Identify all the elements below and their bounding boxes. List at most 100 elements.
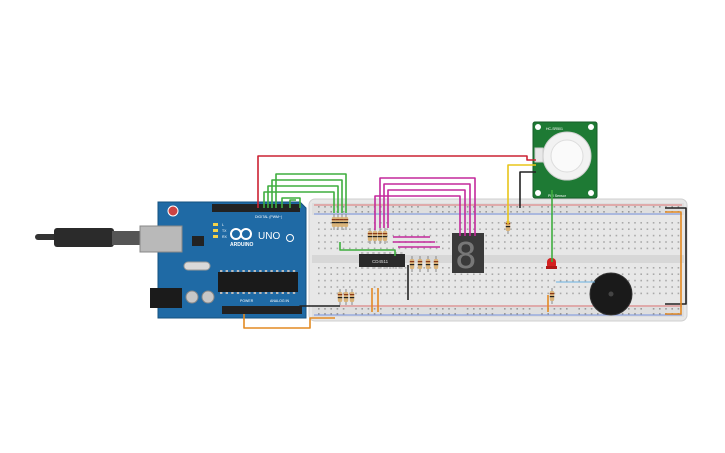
- breadboard-hole: [553, 286, 556, 288]
- breadboard-hole: [559, 286, 562, 288]
- breadboard-hole: [584, 234, 587, 237]
- breadboard-hole: [448, 273, 450, 275]
- breadboard-hole: [621, 247, 624, 250]
- breadboard-hole: [510, 286, 512, 288]
- breadboard-hole: [466, 228, 469, 230]
- breadboard-hole: [522, 234, 525, 237]
- arduino-logo-right: [240, 228, 252, 240]
- breadboard-hole: [479, 206, 481, 208]
- breadboard-hole: [528, 222, 531, 224]
- breadboard-hole: [442, 267, 444, 269]
- breadboard-hole: [652, 234, 655, 237]
- breadboard-hole: [448, 292, 450, 295]
- breadboard-hole: [497, 241, 500, 243]
- breadboard-hole: [491, 247, 494, 250]
- breadboard-hole: [553, 206, 556, 208]
- breadboard-hole: [491, 273, 494, 275]
- breadboard-hole: [485, 234, 487, 237]
- breadboard-hole: [497, 292, 500, 295]
- breadboard-hole: [609, 222, 611, 224]
- breadboard-hole: [448, 267, 450, 269]
- breadboard-hole: [553, 241, 556, 243]
- breadboard-hole: [646, 234, 649, 237]
- breadboard-hole: [435, 222, 438, 224]
- breadboard-hole: [448, 228, 450, 230]
- ic-body: [359, 254, 405, 267]
- breadboard-hole: [609, 228, 611, 230]
- breadboard-hole: [671, 267, 673, 269]
- breadboard-hole: [665, 206, 667, 208]
- breadboard-hole: [535, 273, 537, 275]
- breadboard-hole: [342, 267, 345, 269]
- breadboard-hole: [473, 286, 475, 288]
- breadboard-hole: [473, 292, 475, 295]
- breadboard-hole: [491, 228, 494, 230]
- breadboard-center-channel: [312, 255, 684, 263]
- breadboard-hole: [522, 211, 525, 213]
- breadboard-hole: [559, 273, 562, 275]
- regulator: [192, 236, 204, 246]
- breadboard-hole: [677, 279, 680, 282]
- breadboard-hole: [392, 206, 394, 208]
- breadboard-hole: [659, 292, 661, 295]
- breadboard-hole: [572, 279, 574, 282]
- seven-seg-digit: 8: [455, 236, 477, 277]
- reset-button[interactable]: [167, 205, 179, 217]
- breadboard-hole: [417, 234, 419, 237]
- breadboard-hole: [516, 308, 518, 310]
- breadboard-hole: [342, 211, 345, 213]
- breadboard-hole: [466, 273, 469, 275]
- breadboard-hole: [411, 273, 413, 275]
- breadboard-hole: [634, 286, 636, 288]
- breadboard-hole: [398, 292, 401, 295]
- seven-segment-display: 8: [452, 233, 484, 277]
- breadboard-hole: [318, 206, 320, 208]
- breadboard-hole: [603, 241, 605, 243]
- capacitor-2: [201, 290, 215, 304]
- breadboard-hole: [634, 273, 636, 275]
- breadboard-hole: [324, 206, 326, 208]
- arduino-infinity-dot: [286, 234, 294, 242]
- breadboard-hole: [367, 211, 370, 213]
- breadboard-hole: [491, 206, 494, 208]
- breadboard-hole: [553, 279, 556, 282]
- breadboard-hole: [621, 241, 624, 243]
- breadboard-hole: [417, 308, 419, 310]
- breadboard-hole: [510, 313, 512, 315]
- chip-pin: [276, 270, 279, 272]
- breadboard-hole: [342, 279, 345, 282]
- breadboard-hole: [491, 222, 494, 224]
- breadboard-hole: [324, 286, 326, 288]
- breadboard-hole: [460, 273, 463, 275]
- breadboard-hole: [367, 279, 370, 282]
- breadboard-hole: [448, 286, 450, 288]
- breadboard-hole: [535, 292, 537, 295]
- breadboard-hole: [442, 234, 444, 237]
- breadboard-hole: [535, 267, 537, 269]
- breadboard-hole: [349, 241, 351, 243]
- breadboard-hole: [584, 206, 587, 208]
- breadboard-hole: [386, 286, 388, 288]
- breadboard-hole: [566, 292, 568, 295]
- breadboard-hole: [386, 241, 388, 243]
- breadboard-hole: [603, 211, 605, 213]
- breadboard-hole: [646, 279, 649, 282]
- breadboard-hole: [652, 206, 655, 208]
- breadboard-hole: [547, 247, 549, 250]
- breadboard-hole: [473, 313, 475, 315]
- breadboard-hole: [504, 267, 506, 269]
- breadboard-hole: [646, 292, 649, 295]
- breadboard-hole: [578, 222, 580, 224]
- wire-orange-rail-right: [665, 211, 682, 315]
- breadboard-hole: [516, 292, 518, 295]
- pir-side-label: PIR Sensor: [548, 194, 567, 198]
- breadboard-hole: [566, 247, 568, 250]
- breadboard-hole: [572, 241, 574, 243]
- breadboard-hole: [609, 234, 611, 237]
- breadboard-hole: [324, 267, 326, 269]
- breadboard-hole: [603, 222, 605, 224]
- breadboard-hole: [342, 308, 345, 310]
- breadboard-hole: [324, 247, 326, 250]
- breadboard-hole: [491, 234, 494, 237]
- breadboard-hole: [640, 211, 642, 213]
